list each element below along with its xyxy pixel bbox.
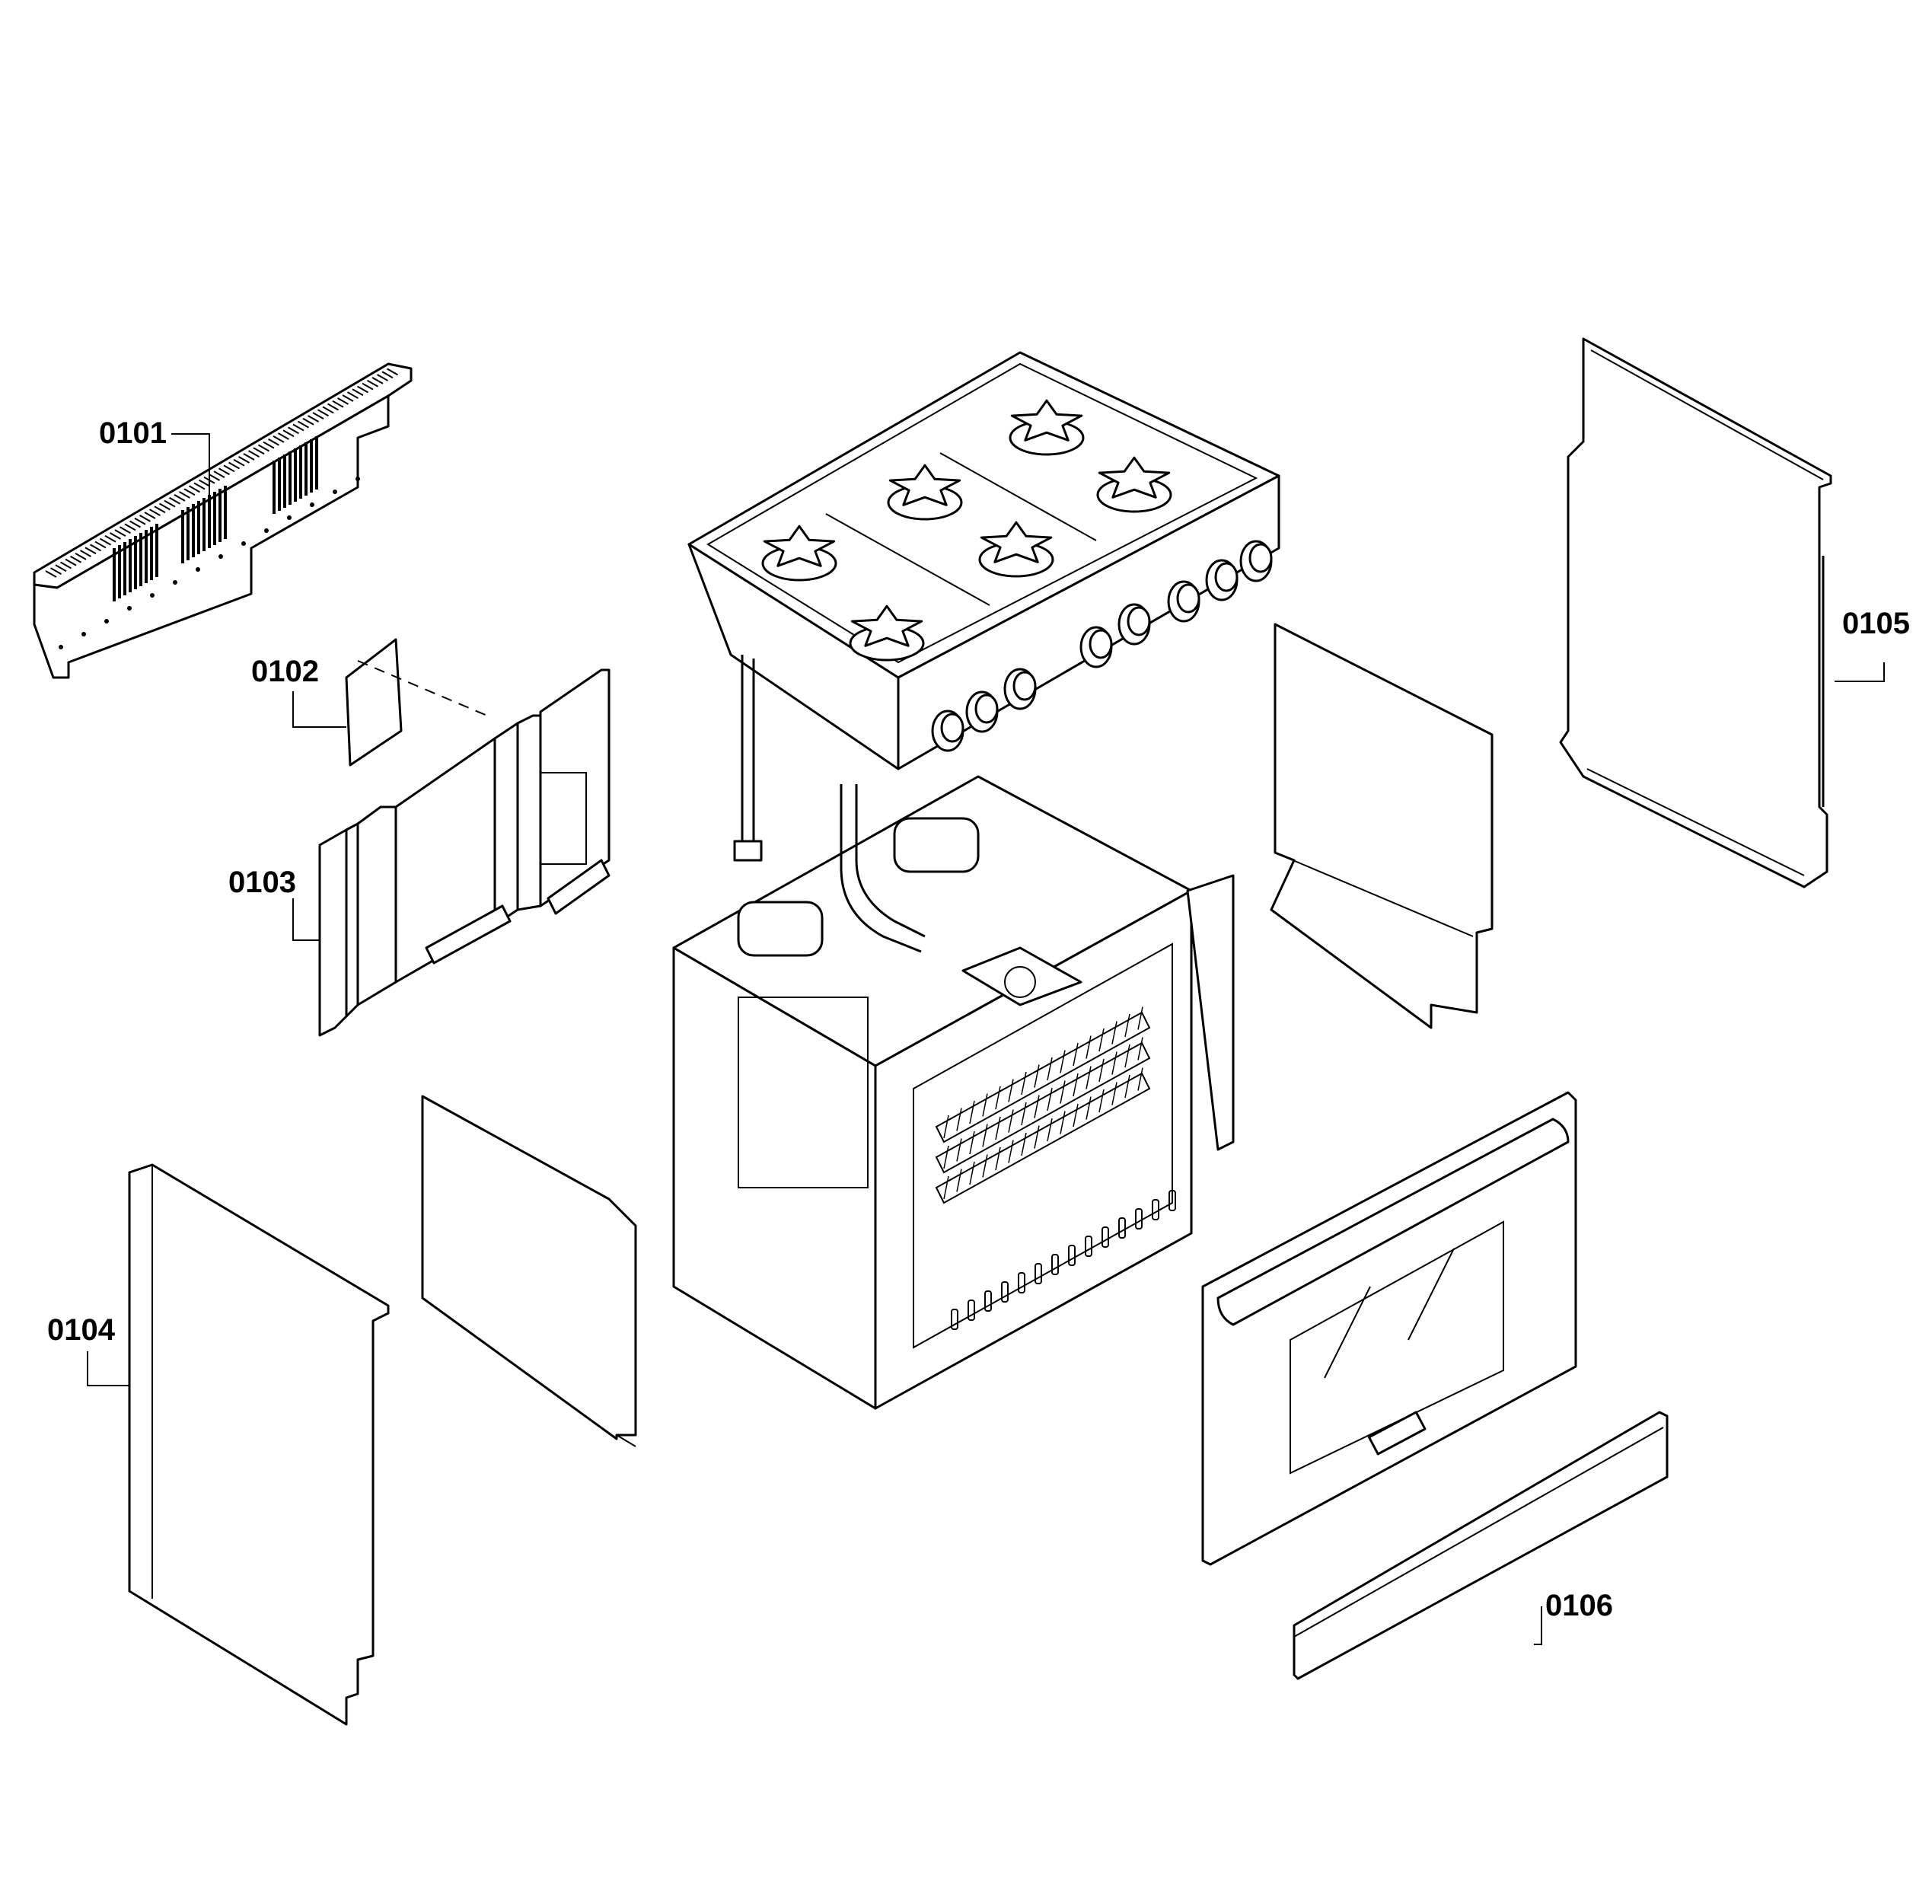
callout-0103: 0103 xyxy=(228,866,296,899)
part-rear-shield xyxy=(318,668,611,1037)
part-left-side-panel xyxy=(128,1163,390,1726)
part-cooktop xyxy=(687,351,1280,862)
callout-0102: 0102 xyxy=(251,655,319,688)
part-right-inner-panel xyxy=(1270,623,1494,1029)
part-oven-cavity xyxy=(672,775,1235,1410)
part-small-plate xyxy=(345,638,488,767)
part-kick-plate xyxy=(1293,1411,1669,1680)
part-right-side-panel xyxy=(1559,337,1832,888)
callout-0104: 0104 xyxy=(47,1313,116,1347)
part-oven-door xyxy=(1201,1091,1577,1566)
callout-0101: 0101 xyxy=(99,416,167,450)
part-back-panel xyxy=(33,362,413,679)
callout-0105: 0105 xyxy=(1842,607,1910,640)
leader-lines xyxy=(87,433,1885,1645)
callout-0106: 0106 xyxy=(1545,1589,1613,1622)
part-left-inner-panel xyxy=(421,1095,637,1447)
